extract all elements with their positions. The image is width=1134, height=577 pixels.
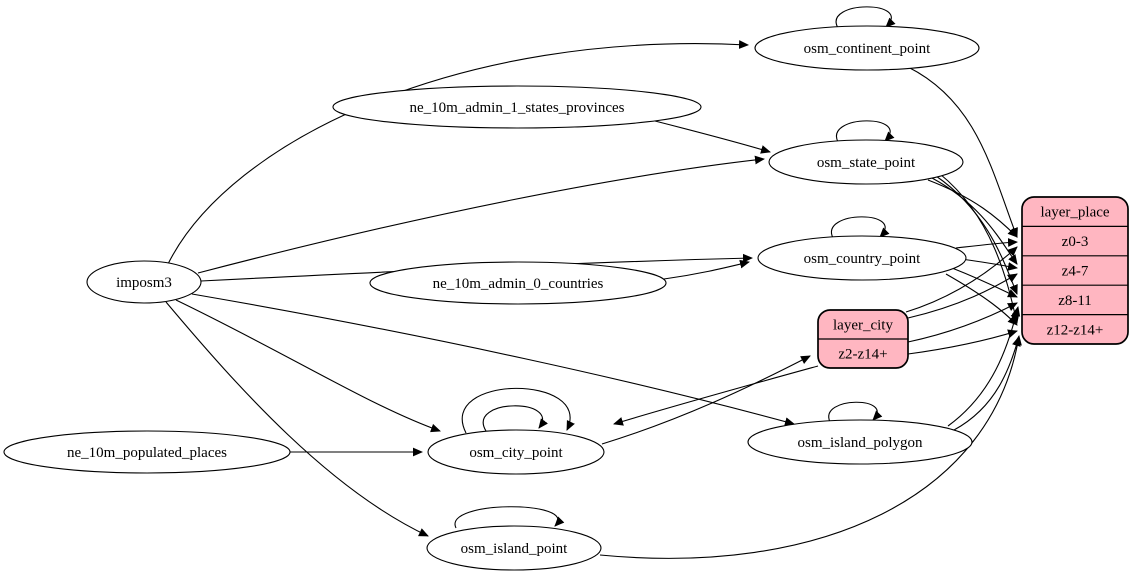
edge-osm_island_polygon-to-layer_placez12-z14 bbox=[953, 336, 1021, 431]
self-loop-osm_continent_point bbox=[835, 6, 896, 29]
node-ne_10m_admin_0_countries: ne_10m_admin_0_countries bbox=[369, 261, 667, 305]
node-imposm3: imposm3 bbox=[86, 260, 202, 304]
node-shape-osm_city_point bbox=[427, 429, 605, 475]
node-label-ne_10m_admin_1_states_provinces: ne_10m_admin_1_states_provinces bbox=[410, 100, 625, 116]
edge-osm_country_point-to-layer_placez4-7 bbox=[959, 258, 1018, 271]
edge-ne_10m_admin_0_countries-to-osm_country_point bbox=[663, 259, 750, 280]
edge-imposm3-to-osm_state_point bbox=[197, 155, 765, 274]
node-ne_10m_populated_places: ne_10m_populated_places bbox=[3, 430, 291, 474]
node-shape-ne_10m_populated_places bbox=[3, 430, 291, 474]
node-label-ne_10m_admin_0_countries: ne_10m_admin_0_countries bbox=[433, 276, 604, 292]
edge-layer_cityz2-z14-to-osm_city_point bbox=[613, 365, 819, 426]
edge-osm_state_point-to-layer_placez0-3 bbox=[927, 179, 1018, 238]
node-shape-imposm3 bbox=[86, 260, 202, 304]
node-osm_island_polygon: osm_island_polygon bbox=[747, 419, 973, 465]
record-row-layer_place-2: z4-7 bbox=[1062, 264, 1089, 280]
edge-imposm3-to-osm_island_polygon bbox=[191, 293, 795, 426]
record-row-layer_place-1: z0-3 bbox=[1062, 234, 1089, 250]
self-loop-osm_city_point-inner bbox=[482, 405, 548, 432]
edge-ne_10m_admin_1_states_provinces-to-osm_state_point bbox=[654, 120, 771, 154]
node-label-osm_continent_point: osm_continent_point bbox=[804, 41, 931, 57]
edges-layer bbox=[165, 6, 1022, 559]
node-ne_10m_admin_1_states_provinces: ne_10m_admin_1_states_provinces bbox=[332, 85, 702, 129]
node-osm_island_point: osm_island_point bbox=[426, 525, 602, 571]
edge-osm_island_point-to-layer_placez12-z14 bbox=[599, 335, 1022, 559]
node-shape-ne_10m_admin_1_states_provinces bbox=[332, 85, 702, 129]
edge-layer_city-to-layer_placez12-z14 bbox=[907, 329, 1018, 355]
node-label-osm_island_polygon: osm_island_polygon bbox=[797, 435, 923, 451]
node-shape-osm_island_polygon bbox=[747, 419, 973, 465]
node-osm_continent_point: osm_continent_point bbox=[754, 25, 980, 71]
edge-osm_country_point-to-layer_placez0-3 bbox=[955, 238, 1018, 249]
node-label-ne_10m_populated_places: ne_10m_populated_places bbox=[67, 445, 227, 461]
edge-layer_city-to-layer_placez8-11 bbox=[907, 302, 1018, 343]
node-shape-ne_10m_admin_0_countries bbox=[369, 261, 667, 305]
edge-osm_country_point-to-layer_placez12-z14 bbox=[945, 273, 1018, 326]
edge-layer_city-to-layer_placez0-3 bbox=[905, 246, 1018, 313]
node-shape-osm_country_point bbox=[757, 235, 967, 281]
edge-imposm3-to-osm_island_point bbox=[165, 301, 429, 537]
node-shape-osm_state_point bbox=[768, 139, 964, 185]
node-osm_city_point: osm_city_point bbox=[427, 429, 605, 475]
node-shape-osm_island_point bbox=[426, 525, 602, 571]
record-row-layer_city-0: layer_city bbox=[833, 318, 893, 334]
edge-imposm3-to-osm_city_point bbox=[175, 299, 441, 433]
record-row-layer_place-3: z8-11 bbox=[1058, 293, 1092, 309]
node-layer_place: layer_place z0-3 z4-7 z8-11 z12-z14+ bbox=[1021, 196, 1129, 345]
edge-osm_country_point-to-layer_placez8-11 bbox=[951, 267, 1018, 298]
node-label-imposm3: imposm3 bbox=[116, 275, 172, 291]
self-loop-osm_island_polygon bbox=[828, 401, 883, 423]
self-loop-osm_state_point bbox=[835, 120, 895, 143]
node-osm_country_point: osm_country_point bbox=[757, 235, 967, 281]
nodes-layer: imposm3 ne_10m_admin_1_states_provincesne… bbox=[3, 25, 1129, 571]
node-shape-osm_continent_point bbox=[754, 25, 980, 71]
edge-imposm3-to-osm_continent_point bbox=[167, 40, 749, 265]
self-loop-osm_city_point-outer bbox=[462, 387, 575, 434]
node-label-osm_state_point: osm_state_point bbox=[817, 155, 916, 171]
node-label-osm_country_point: osm_country_point bbox=[804, 251, 921, 267]
record-row-layer_city-1: z2-z14+ bbox=[838, 347, 887, 363]
edge-osm_city_point-to-layer_cityz2-z14 bbox=[601, 355, 811, 445]
self-loop-osm_country_point bbox=[830, 216, 890, 239]
node-label-osm_island_point: osm_island_point bbox=[461, 541, 569, 557]
self-loop-osm_island_point bbox=[454, 506, 565, 529]
node-layer_city: layer_city z2-z14+ bbox=[817, 309, 909, 369]
edge-layer_city-to-layer_placez4-7 bbox=[907, 273, 1018, 319]
edge-osm_island_polygon-to-layer_placez8-11 bbox=[947, 306, 1021, 427]
record-row-layer_place-4: z12-z14+ bbox=[1047, 322, 1104, 338]
record-row-layer_place-0: layer_place bbox=[1040, 205, 1109, 221]
edge-osm_continent_point-to-layer_placez0-3 bbox=[907, 66, 1018, 238]
node-osm_state_point: osm_state_point bbox=[768, 139, 964, 185]
node-label-osm_city_point: osm_city_point bbox=[469, 445, 563, 461]
record-shape-layer_place bbox=[1021, 196, 1129, 345]
